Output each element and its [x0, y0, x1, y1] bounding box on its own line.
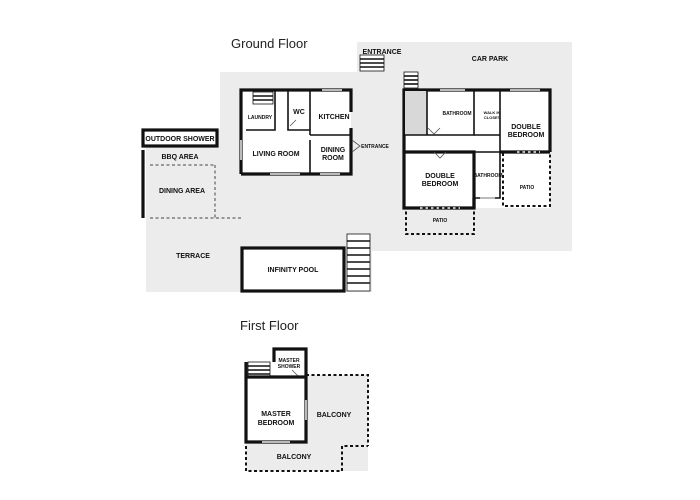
first-floor: First Floor MASTER SHOWER MASTER BEDROOM…	[240, 318, 369, 472]
label-walk-in-line1: WALK IN	[484, 110, 501, 115]
label-dining-area: DINING AREA	[159, 188, 205, 195]
label-double-bedroom-2-line2: BEDROOM	[422, 181, 459, 188]
car-park-area	[357, 42, 572, 72]
label-infinity-pool: INFINITY POOL	[268, 267, 320, 274]
label-bathroom-1: BATHROOM	[442, 111, 471, 117]
label-laundry: LAUNDRY	[248, 115, 273, 121]
label-dining-room-line1: DINING	[321, 147, 346, 154]
infinity-pool-outline	[240, 246, 346, 293]
ground-floor-title: Ground Floor	[231, 36, 308, 51]
label-walk-in-line2: CLOSET	[484, 115, 501, 120]
ground-floor-labels: ENTRANCE CAR PARK LAUNDRY WC KITCHEN BAT…	[145, 49, 544, 274]
label-bathroom-2: BATHROOM	[473, 173, 502, 179]
label-patio-east: PATIO	[520, 185, 535, 191]
label-master-bedroom-line2: BEDROOM	[258, 420, 295, 427]
patio-south-outline	[405, 207, 475, 235]
first-floor-title: First Floor	[240, 318, 299, 333]
label-kitchen: KITCHEN	[318, 114, 349, 121]
label-dining-room-line2: ROOM	[322, 155, 344, 162]
label-wc: WC	[293, 109, 305, 116]
label-double-bedroom-1-line2: BEDROOM	[508, 132, 545, 139]
balcony-side-outline	[306, 374, 369, 446]
label-balcony-side: BALCONY	[317, 412, 352, 419]
label-master-shower-line1: MASTER	[278, 358, 300, 364]
master-shower-walls	[272, 347, 308, 377]
label-double-bedroom-2-line1: DOUBLE	[425, 173, 455, 180]
label-terrace: TERRACE	[176, 253, 210, 260]
ground-floor: Ground Floor	[141, 36, 572, 293]
label-balcony-bottom: BALCONY	[277, 454, 312, 461]
side-stairs	[403, 71, 419, 89]
label-living-room: LIVING ROOM	[252, 151, 299, 158]
label-entrance-top: ENTRANCE	[363, 49, 402, 56]
balcony-bottom-outline	[245, 445, 368, 472]
label-master-bedroom-line1: MASTER	[261, 411, 291, 418]
label-patio-south: PATIO	[433, 218, 448, 224]
label-double-bedroom-1-line1: DOUBLE	[511, 124, 541, 131]
pool-stairs	[346, 233, 371, 292]
outdoor-shower-box	[141, 128, 219, 148]
label-bbq-area: BBQ AREA	[161, 154, 198, 161]
label-entrance-inner: ENTRANCE	[361, 144, 389, 150]
entrance-door-icon	[351, 139, 361, 153]
east-block	[402, 88, 552, 210]
patio-east-outline	[502, 151, 551, 207]
label-outdoor-shower: OUTDOOR SHOWER	[145, 136, 214, 143]
entrance-stairs-top	[359, 54, 385, 72]
west-block	[239, 88, 353, 176]
master-bedroom-walls	[244, 362, 308, 444]
label-master-shower-line2: SHOWER	[278, 364, 301, 370]
label-car-park: CAR PARK	[472, 56, 508, 63]
